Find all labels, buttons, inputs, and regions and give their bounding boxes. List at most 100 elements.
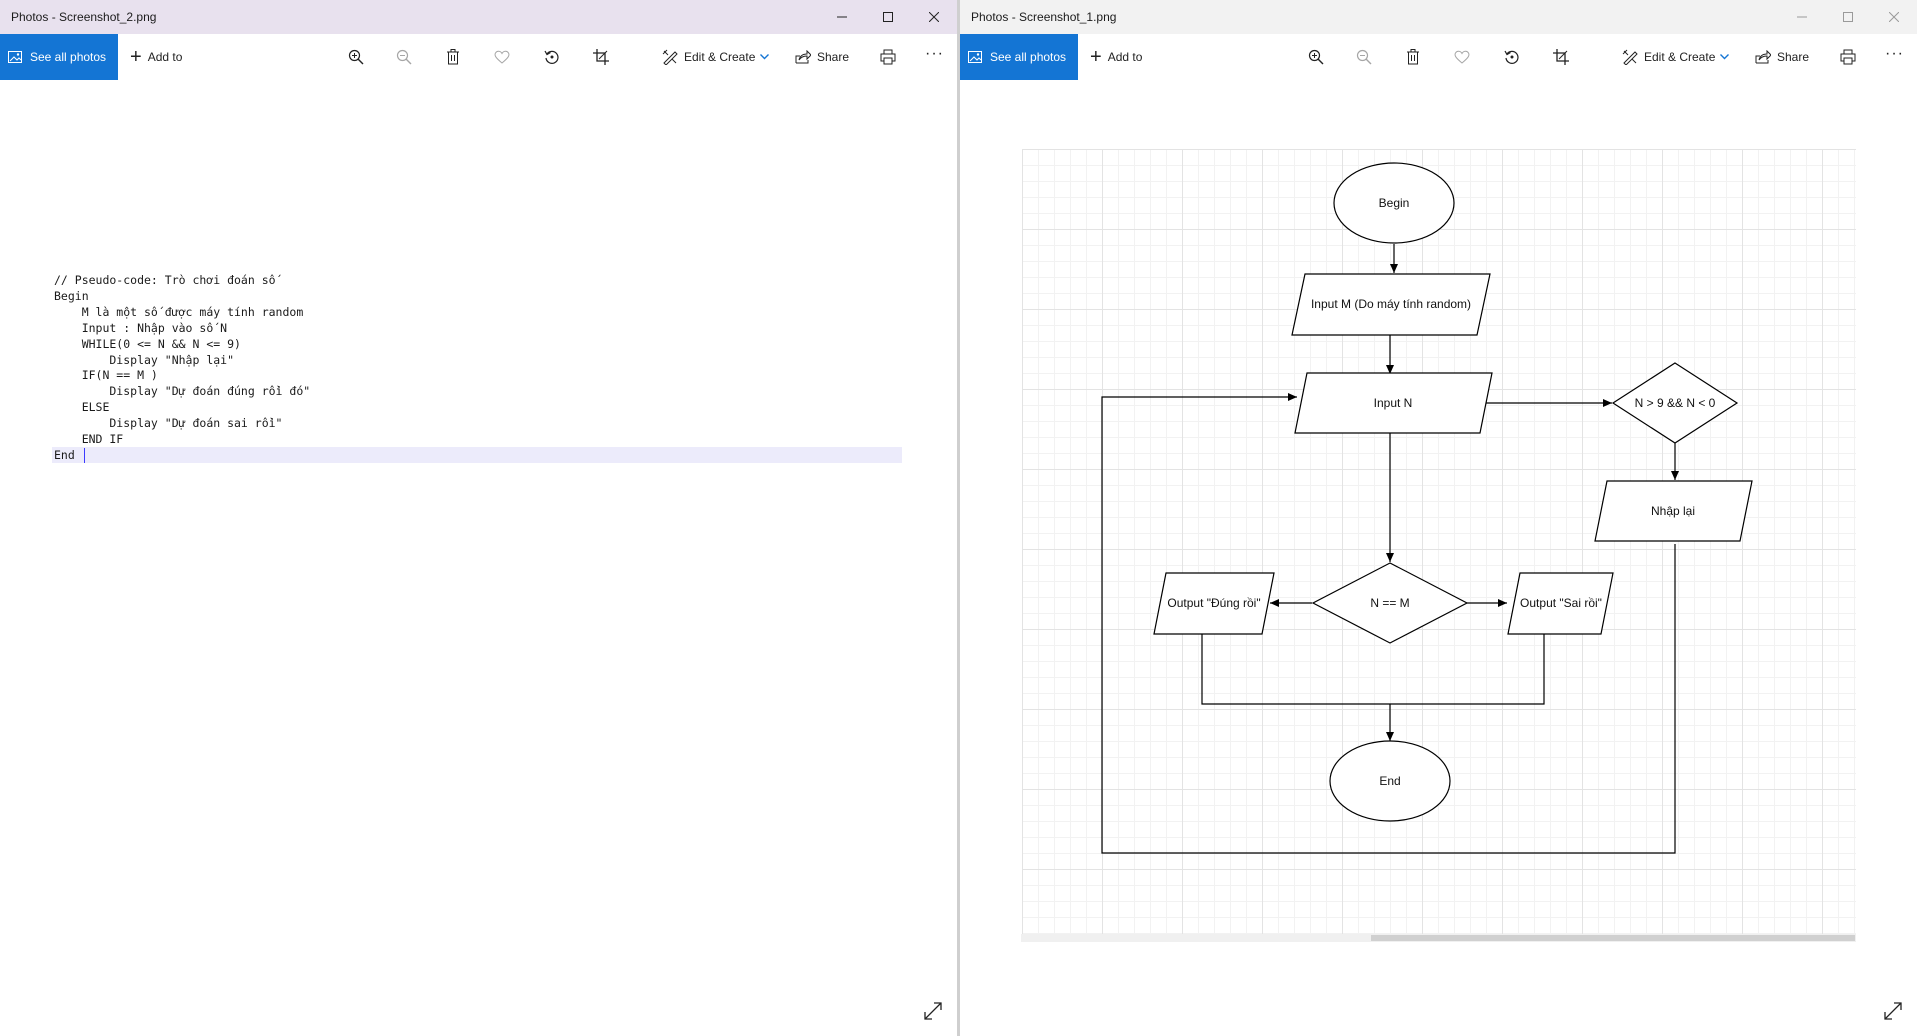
maximize-icon [883,12,893,22]
label-input-m: Input M (Do máy tính random) [1311,297,1471,311]
edit-create-label: Edit & Create [684,50,756,64]
favorite-button[interactable] [1450,45,1474,69]
crop-icon [593,49,609,65]
code-line: Input : Nhập vào số N [54,320,228,335]
zoom-out-button[interactable] [392,45,416,69]
expand-button[interactable] [922,1000,944,1022]
label-range-check: N > 9 && N < 0 [1635,396,1716,410]
code-line: ELSE [54,400,110,415]
close-icon [1889,12,1899,22]
title-bar[interactable]: Photos - Screenshot_1.png [960,0,1917,34]
edit-create-button[interactable]: Edit & Create [662,34,770,80]
window-splitter[interactable] [957,0,960,1036]
code-line: WHILE(0 <= N && N <= 9) [54,336,241,351]
favorite-button[interactable] [490,45,514,69]
see-all-photos-button[interactable]: See all photos [0,34,118,80]
print-button[interactable] [1836,45,1860,69]
zoom-in-button[interactable] [1304,45,1328,69]
title-bar[interactable]: Photos - Screenshot_2.png [0,0,957,34]
scrollbar-thumb [1371,935,1855,941]
print-icon [1840,49,1856,65]
rotate-button[interactable] [540,45,564,69]
label-retry: Nhập lại [1651,504,1695,518]
code-line: IF(N == M ) [54,368,158,383]
current-line-highlight [52,447,902,463]
add-to-label: Add to [147,50,183,64]
crop-button[interactable] [1549,45,1573,69]
node-input-m [1291,273,1491,336]
photo-toolbar: See all photos + Add to Edit & Create [960,34,1917,80]
maximize-icon [1843,12,1853,22]
share-button[interactable]: Share [1755,34,1809,80]
label-end: End [1379,774,1400,788]
rotate-icon [1504,50,1519,64]
delete-icon [447,49,459,65]
more-icon[interactable]: ··· [1885,45,1904,62]
close-button[interactable] [911,0,957,34]
close-button[interactable] [1871,0,1917,34]
share-icon [1755,50,1771,64]
crop-icon [1553,49,1569,65]
expand-icon [1884,1002,1902,1020]
crop-button[interactable] [589,45,613,69]
share-icon [795,50,811,64]
zoom-in-icon [1308,49,1324,65]
print-button[interactable] [876,45,900,69]
node-range-check [1611,362,1739,444]
text-caret [84,448,85,463]
label-equal-check: N == M [1370,596,1409,610]
image-horizontal-scrollbar [1021,934,1856,942]
minimize-button[interactable] [819,0,865,34]
node-output-correct [1153,572,1275,635]
plus-icon: + [1090,46,1102,68]
chevron-down-icon [760,54,770,60]
minimize-button[interactable] [1779,0,1825,34]
flowchart-diagram: Begin Input M (Do máy tính random) Input… [1101,162,1753,854]
label-input-n: Input N [1374,396,1413,410]
node-begin [1333,162,1455,244]
node-retry [1594,480,1753,542]
see-all-photos-button[interactable]: See all photos [960,34,1078,80]
photo-toolbar: See all photos + Add to Edit & Create [0,34,957,80]
add-to-button[interactable]: + Add to [1090,34,1142,80]
share-label: Share [1777,50,1810,64]
node-equal-check [1311,562,1469,644]
expand-icon [924,1002,942,1020]
flowchart-image: Begin Input M (Do máy tính random) Input… [1022,149,1856,939]
zoom-in-button[interactable] [344,45,368,69]
maximize-button[interactable] [865,0,911,34]
rotate-icon [544,50,559,64]
maximize-button[interactable] [1825,0,1871,34]
image-viewport: Begin Input M (Do máy tính random) Input… [960,80,1917,1036]
zoom-out-button[interactable] [1352,45,1376,69]
window-title: Photos - Screenshot_2.png [11,10,157,24]
plus-icon: + [130,46,142,68]
delete-button[interactable] [441,45,465,69]
favorite-icon [1454,50,1470,64]
expand-button[interactable] [1882,1000,1904,1022]
zoom-out-icon [1356,49,1372,65]
photos-window-left: Photos - Screenshot_2.png See all photos… [0,0,957,1036]
zoom-out-icon [396,49,412,65]
share-button[interactable]: Share [795,34,849,80]
label-output-correct: Output "Đúng rồi" [1167,596,1260,610]
edit-create-icon [662,49,678,65]
more-icon[interactable]: ··· [925,45,944,62]
print-icon [880,49,896,65]
edit-create-label: Edit & Create [1644,50,1716,64]
edit-create-icon [1622,49,1638,65]
see-all-photos-label: See all photos [30,50,107,64]
zoom-in-icon [348,49,364,65]
delete-button[interactable] [1401,45,1425,69]
photos-icon [8,51,22,63]
add-to-button[interactable]: + Add to [130,34,182,80]
share-label: Share [817,50,850,64]
edit-create-button[interactable]: Edit & Create [1622,34,1730,80]
rotate-button[interactable] [1500,45,1524,69]
code-line: M là một số được máy tính random [54,304,304,319]
node-end [1329,740,1451,822]
window-title: Photos - Screenshot_1.png [971,10,1117,24]
code-line: Display "Nhập lại" [54,352,235,367]
code-line: Begin [54,288,89,303]
